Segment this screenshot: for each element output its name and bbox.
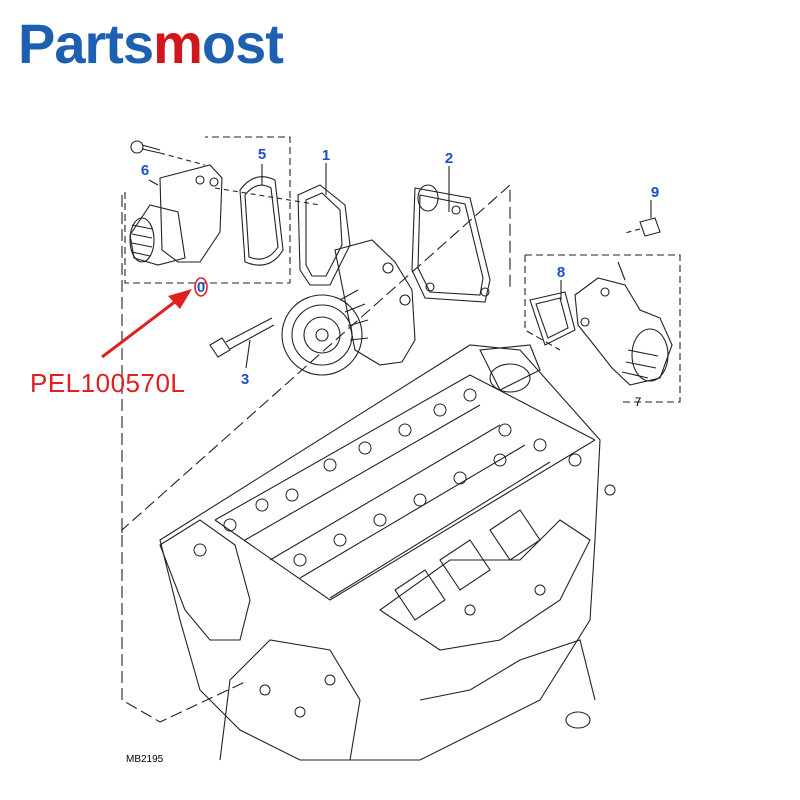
callout-2: 2 <box>445 150 453 167</box>
thermostat-housing-shape <box>129 164 223 266</box>
brand-logo: Partsmost <box>18 8 284 80</box>
engine-outline-left <box>121 195 246 723</box>
callout-1: 1 <box>322 147 330 164</box>
bolt-3-shape <box>209 317 275 358</box>
callout-5: 5 <box>258 146 266 163</box>
callout-6: 6 <box>141 162 149 179</box>
gasket-5-shape <box>214 176 321 266</box>
highlight-ring <box>194 277 208 297</box>
callout-0: 0 <box>197 279 205 296</box>
brand-logo-part1: Parts <box>18 12 154 75</box>
engine-head-shape <box>159 344 601 761</box>
callout-9: 9 <box>651 184 659 201</box>
callout-8: 8 <box>557 264 565 281</box>
brand-logo-part3: ost <box>201 12 284 75</box>
leader-lines <box>148 163 652 369</box>
callout-7: 7 <box>635 395 642 409</box>
callout-3: 3 <box>241 371 249 388</box>
outlet-assembly-shape <box>529 217 673 386</box>
gasket-2-shape <box>411 184 491 303</box>
part-number-label: PEL100570L <box>30 368 186 398</box>
engine-outline-top <box>121 183 511 533</box>
brand-logo-part2: m <box>153 12 203 75</box>
diagram-reference-code: MB2195 <box>126 754 164 765</box>
red-arrow <box>101 289 192 359</box>
engine-bolt-heads <box>193 388 616 718</box>
group-box-housing <box>124 136 291 284</box>
bolt-6-shape <box>130 140 206 166</box>
group-box-outlet <box>524 254 681 403</box>
water-pump-shape <box>281 184 416 376</box>
